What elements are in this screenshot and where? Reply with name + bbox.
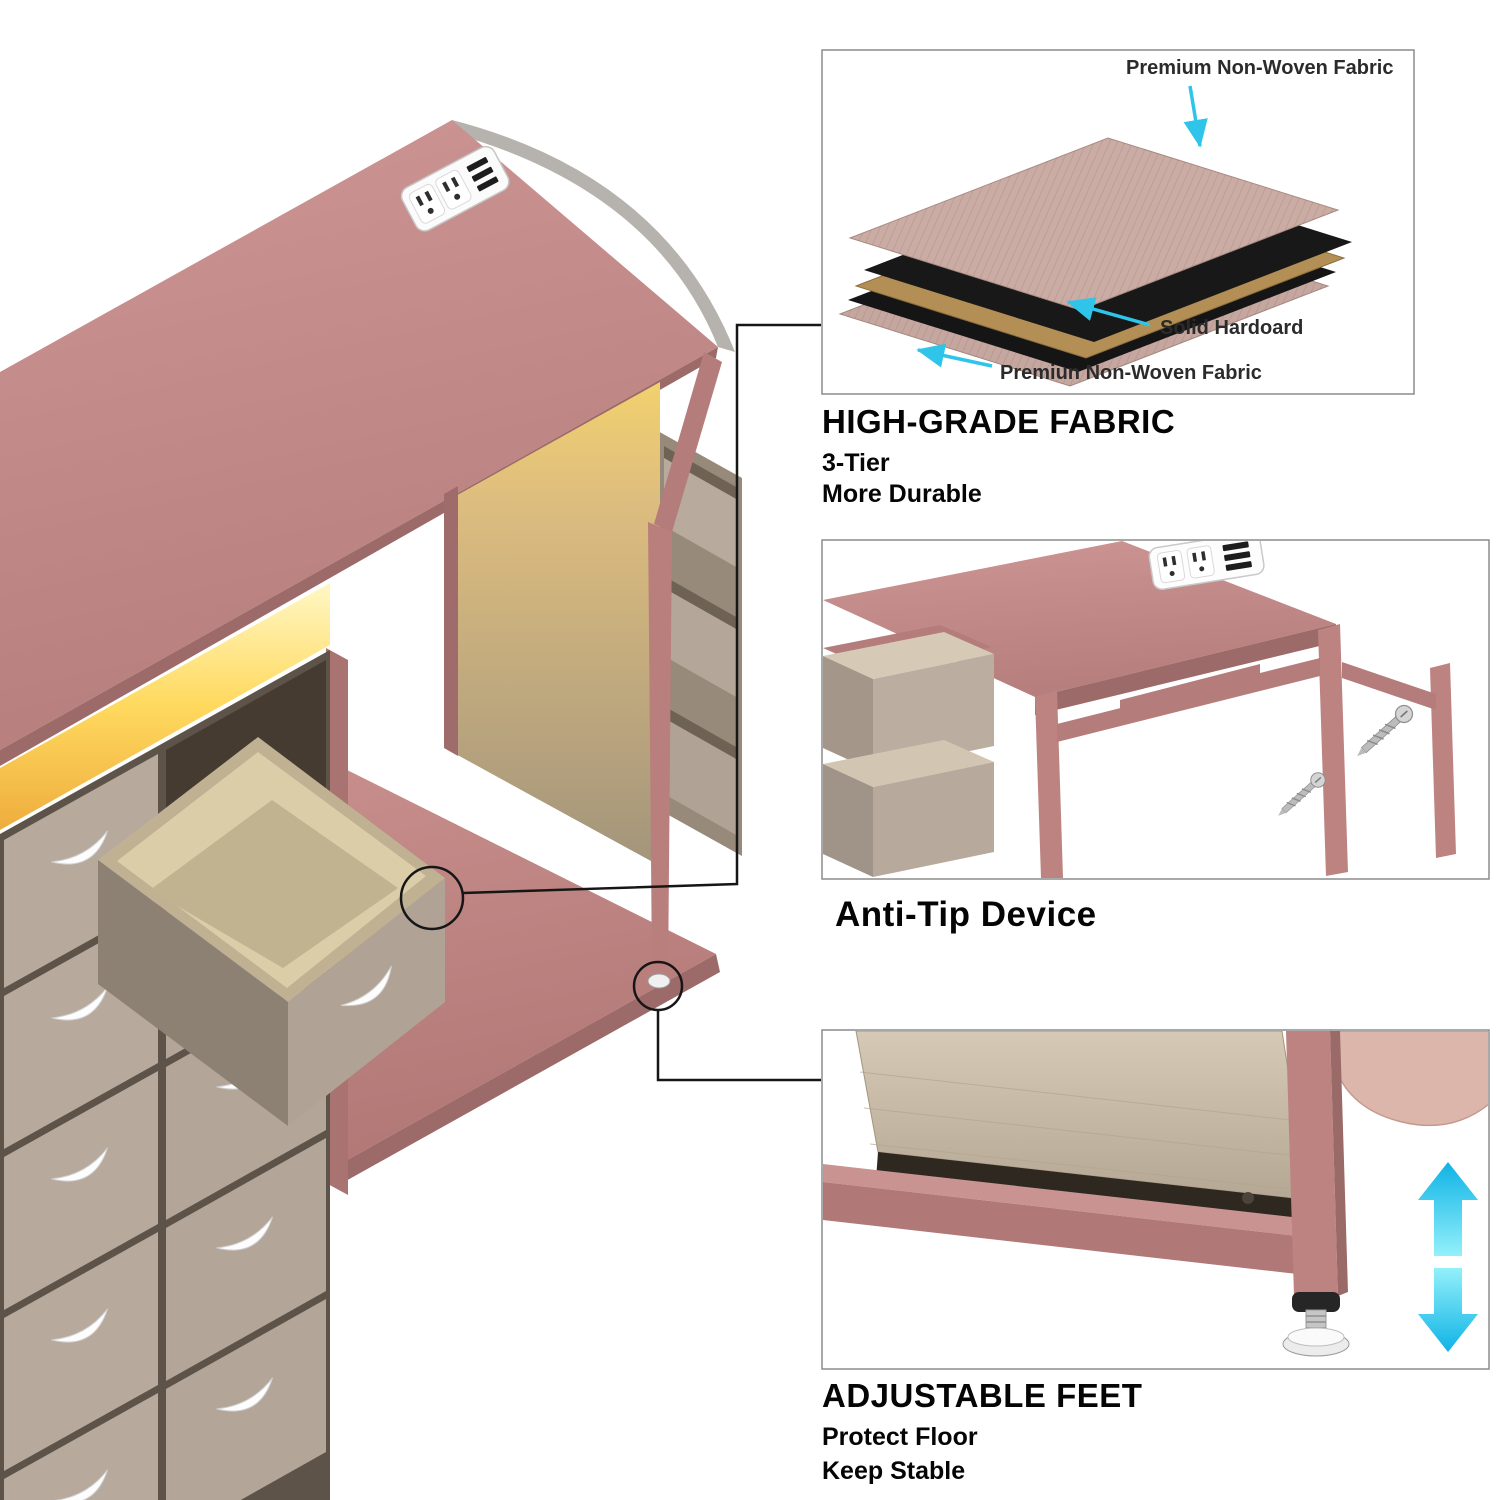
drawer-unit-closeup	[823, 625, 994, 877]
callout-connectors	[399, 323, 821, 1082]
arrow-up-icon	[1418, 1162, 1478, 1256]
ac-outlet-icon	[435, 169, 472, 210]
anti-tip-diagram	[823, 541, 1456, 878]
adjustable-feet-diagram	[823, 1031, 1488, 1357]
fabric-subline-2: More Durable	[822, 480, 982, 508]
anti-tip-screw	[1357, 704, 1414, 757]
ac-outlet-icon	[408, 183, 446, 224]
antitip-heading: Anti-Tip Device	[835, 895, 1097, 934]
bottom-rail	[823, 1164, 1336, 1278]
desk-power-strip	[1148, 541, 1265, 590]
arrow-down-icon	[1418, 1268, 1478, 1352]
fabric-callout-middle-label: Solid Hardoard	[1160, 317, 1304, 339]
drawer-front	[166, 1299, 326, 1500]
dresser-top	[0, 120, 718, 750]
drawer-front	[4, 1071, 158, 1310]
open-compartment-back-panel	[444, 382, 660, 866]
frame-leg-closeup	[1286, 1031, 1348, 1296]
leg-foot	[647, 973, 671, 989]
power-strip	[400, 145, 510, 232]
fabric-callout-top-label: Premium Non-Woven Fabric	[1126, 57, 1394, 79]
screw-hole	[1242, 1192, 1254, 1204]
feet-subline-1: Protect Floor	[822, 1423, 978, 1451]
drawer-front	[166, 1138, 326, 1381]
height-adjust-arrows	[1418, 1162, 1478, 1352]
frame-leg	[647, 352, 722, 989]
drawer-front	[4, 754, 158, 988]
anti-tip-screw	[1278, 772, 1326, 816]
usb-port-icons	[466, 157, 499, 192]
callout-circle-drawer	[399, 865, 465, 931]
fabric-heading: HIGH-GRADE FABRIC	[822, 403, 1176, 440]
mesh-texture-lines	[859, 1071, 1301, 1191]
feet-subline-2: Keep Stable	[822, 1457, 966, 1485]
pulled-out-drawer	[98, 737, 445, 1126]
feet-heading: ADJUSTABLE FEET	[822, 1377, 1143, 1414]
adjustable-foot	[1282, 1292, 1350, 1357]
fabric-callout-bottom-label: Premiun Non-Woven Fabric	[1000, 362, 1262, 384]
cushion-corner	[1331, 1031, 1488, 1127]
desk-frame	[1035, 624, 1456, 878]
dresser-illustration	[0, 120, 821, 1500]
fabric-subline-1: 3-Tier	[822, 449, 890, 477]
drawer-front	[4, 1393, 158, 1500]
fabric-layers-diagram	[838, 85, 1352, 387]
callout-arrows	[916, 85, 1208, 368]
led-light-glow	[0, 583, 330, 830]
drawer-front	[4, 1232, 158, 1471]
